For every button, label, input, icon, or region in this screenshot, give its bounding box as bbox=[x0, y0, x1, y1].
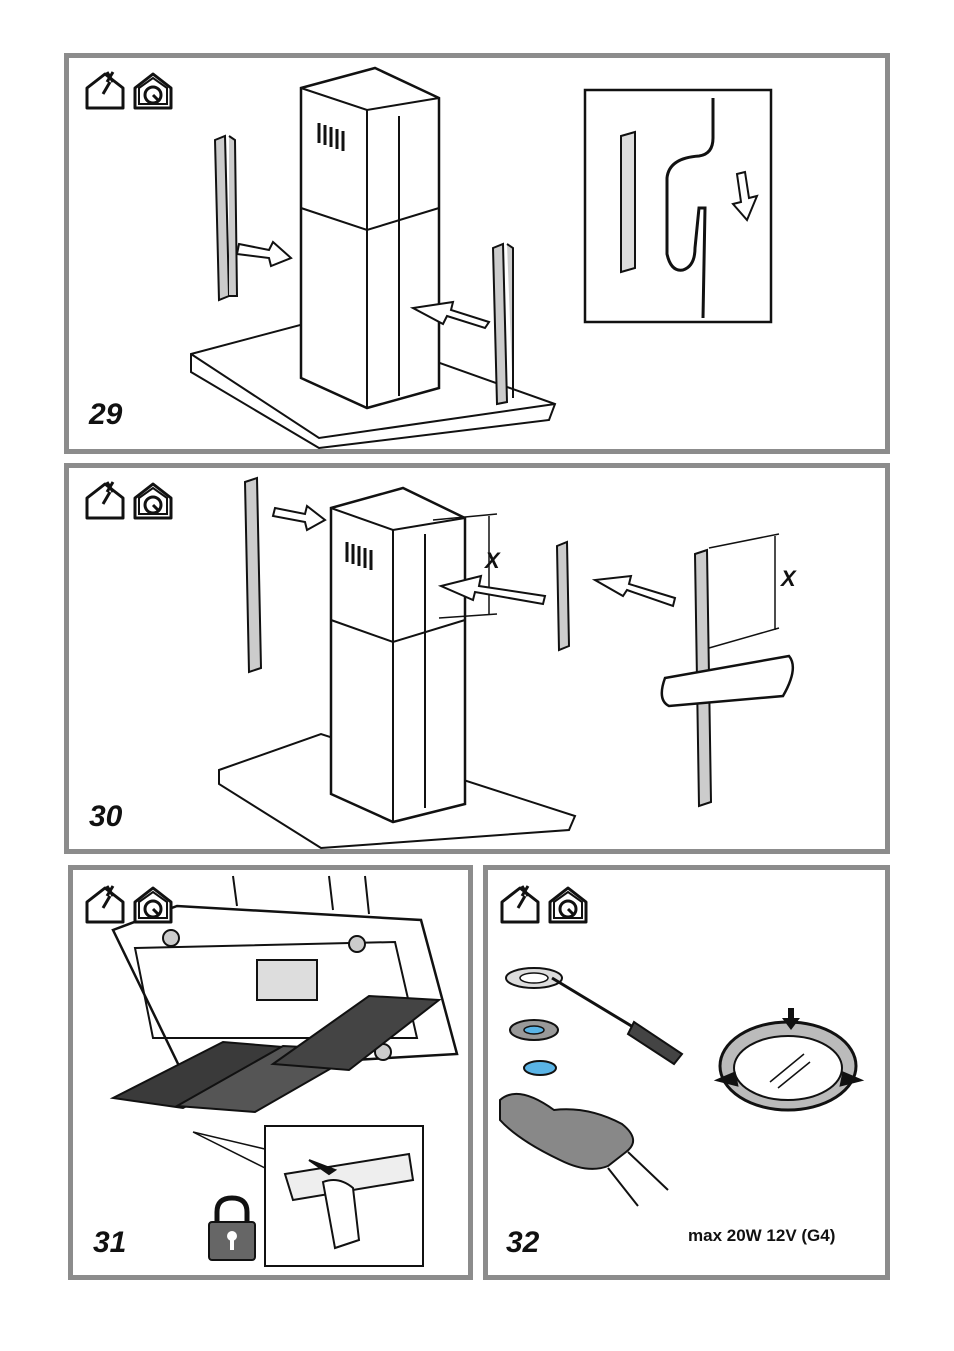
panel-32-icons bbox=[498, 884, 594, 926]
illustration-filters bbox=[73, 870, 468, 1275]
bracket-handle bbox=[662, 656, 793, 706]
lamp-fixture bbox=[720, 1008, 858, 1110]
house-unplug-icon bbox=[87, 72, 123, 108]
bracket-far-left bbox=[245, 478, 261, 672]
dimension-label-bracket: X bbox=[781, 566, 796, 592]
illustration-bracket-height bbox=[69, 468, 885, 849]
step-number: 30 bbox=[89, 800, 122, 834]
illustration-chimney-mount bbox=[69, 58, 885, 449]
dimension-label-chimney: X bbox=[485, 548, 500, 574]
house-tools-icon bbox=[550, 888, 586, 922]
house-tools-icon bbox=[135, 484, 171, 518]
step-number: 31 bbox=[93, 1226, 126, 1260]
detail-inset bbox=[585, 90, 771, 322]
panel-step-30: X X 30 bbox=[64, 463, 890, 854]
house-tools-icon bbox=[135, 888, 171, 922]
panel-31-icons bbox=[83, 884, 179, 926]
house-tools-icon bbox=[135, 74, 171, 108]
house-unplug-icon bbox=[87, 482, 123, 518]
house-unplug-icon bbox=[87, 886, 123, 922]
panel-step-31: 31 bbox=[68, 865, 473, 1280]
lamp-spec-label: max 20W 12V (G4) bbox=[688, 1226, 835, 1246]
panel-30-icons bbox=[83, 480, 179, 522]
illustration-lamp bbox=[488, 870, 885, 1275]
house-unplug-icon bbox=[502, 886, 538, 922]
panel-step-29: 29 bbox=[64, 53, 890, 454]
panel-step-32: max 20W 12V (G4) 32 bbox=[483, 865, 890, 1280]
step-number: 32 bbox=[506, 1226, 539, 1260]
step-number: 29 bbox=[89, 398, 122, 432]
arrow-left-to-chimney bbox=[237, 242, 291, 266]
left-bracket bbox=[215, 136, 237, 300]
padlock-icon bbox=[205, 1194, 259, 1264]
bracket-middle bbox=[557, 542, 569, 650]
right-bracket bbox=[493, 244, 513, 404]
panel-29-icons bbox=[83, 70, 179, 112]
gloved-hand bbox=[500, 1094, 633, 1169]
